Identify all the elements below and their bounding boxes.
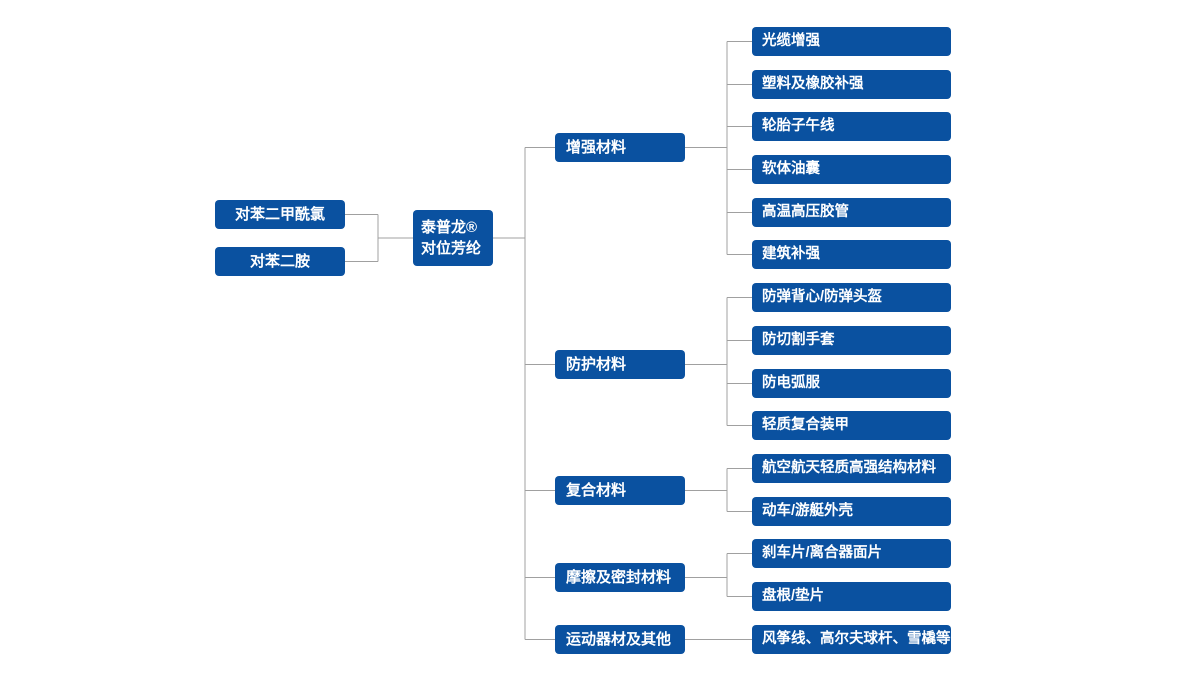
node-leaf-plastic-rubber-reinforcement: 塑料及橡胶补强 (752, 70, 951, 99)
node-category-protective-materials: 防护材料 (555, 350, 685, 379)
node-leaf-optical-cable-reinforcement: 光缆增强 (752, 27, 951, 56)
node-category-reinforcement-materials: 增强材料 (555, 133, 685, 162)
node-leaf-aerospace-structural-materials: 航空航天轻质高强结构材料 (752, 454, 951, 483)
root-label-line2: 对位芳纶 (421, 240, 482, 257)
node-category-friction-sealing-materials: 摩擦及密封材料 (555, 563, 685, 592)
node-leaf-cut-resistant-gloves: 防切割手套 (752, 326, 951, 355)
root-label-line1: 泰普龙® (421, 219, 478, 236)
node-leaf-high-temp-high-pressure-hose: 高温高压胶管 (752, 198, 951, 227)
node-leaf-construction-reinforcement: 建筑补强 (752, 240, 951, 269)
node-terephthaloyl-chloride: 对苯二甲酰氯 (215, 200, 345, 229)
node-p-phenylenediamine: 对苯二胺 (215, 247, 345, 276)
node-leaf-kite-line-golf-clubs-sleds: 风筝线、高尔夫球杆、雪橇等 (752, 625, 951, 654)
node-leaf-train-yacht-hull: 动车/游艇外壳 (752, 497, 951, 526)
node-leaf-bulletproof-vest-helmet: 防弹背心/防弹头盔 (752, 283, 951, 312)
node-category-sports-equipment-other: 运动器材及其他 (555, 625, 685, 654)
node-leaf-flexible-oil-bladder: 软体油囊 (752, 155, 951, 184)
node-leaf-packing-gaskets: 盘根/垫片 (752, 582, 951, 611)
node-leaf-brake-pads-clutch-facings: 刹车片/离合器面片 (752, 539, 951, 568)
node-leaf-tire-cord: 轮胎子午线 (752, 112, 951, 141)
node-category-composite-materials: 复合材料 (555, 476, 685, 505)
node-leaf-arc-flash-suit: 防电弧服 (752, 369, 951, 398)
node-typlon-para-aramid: 泰普龙® 对位芳纶 (413, 210, 493, 266)
node-leaf-lightweight-composite-armor: 轻质复合装甲 (752, 411, 951, 440)
